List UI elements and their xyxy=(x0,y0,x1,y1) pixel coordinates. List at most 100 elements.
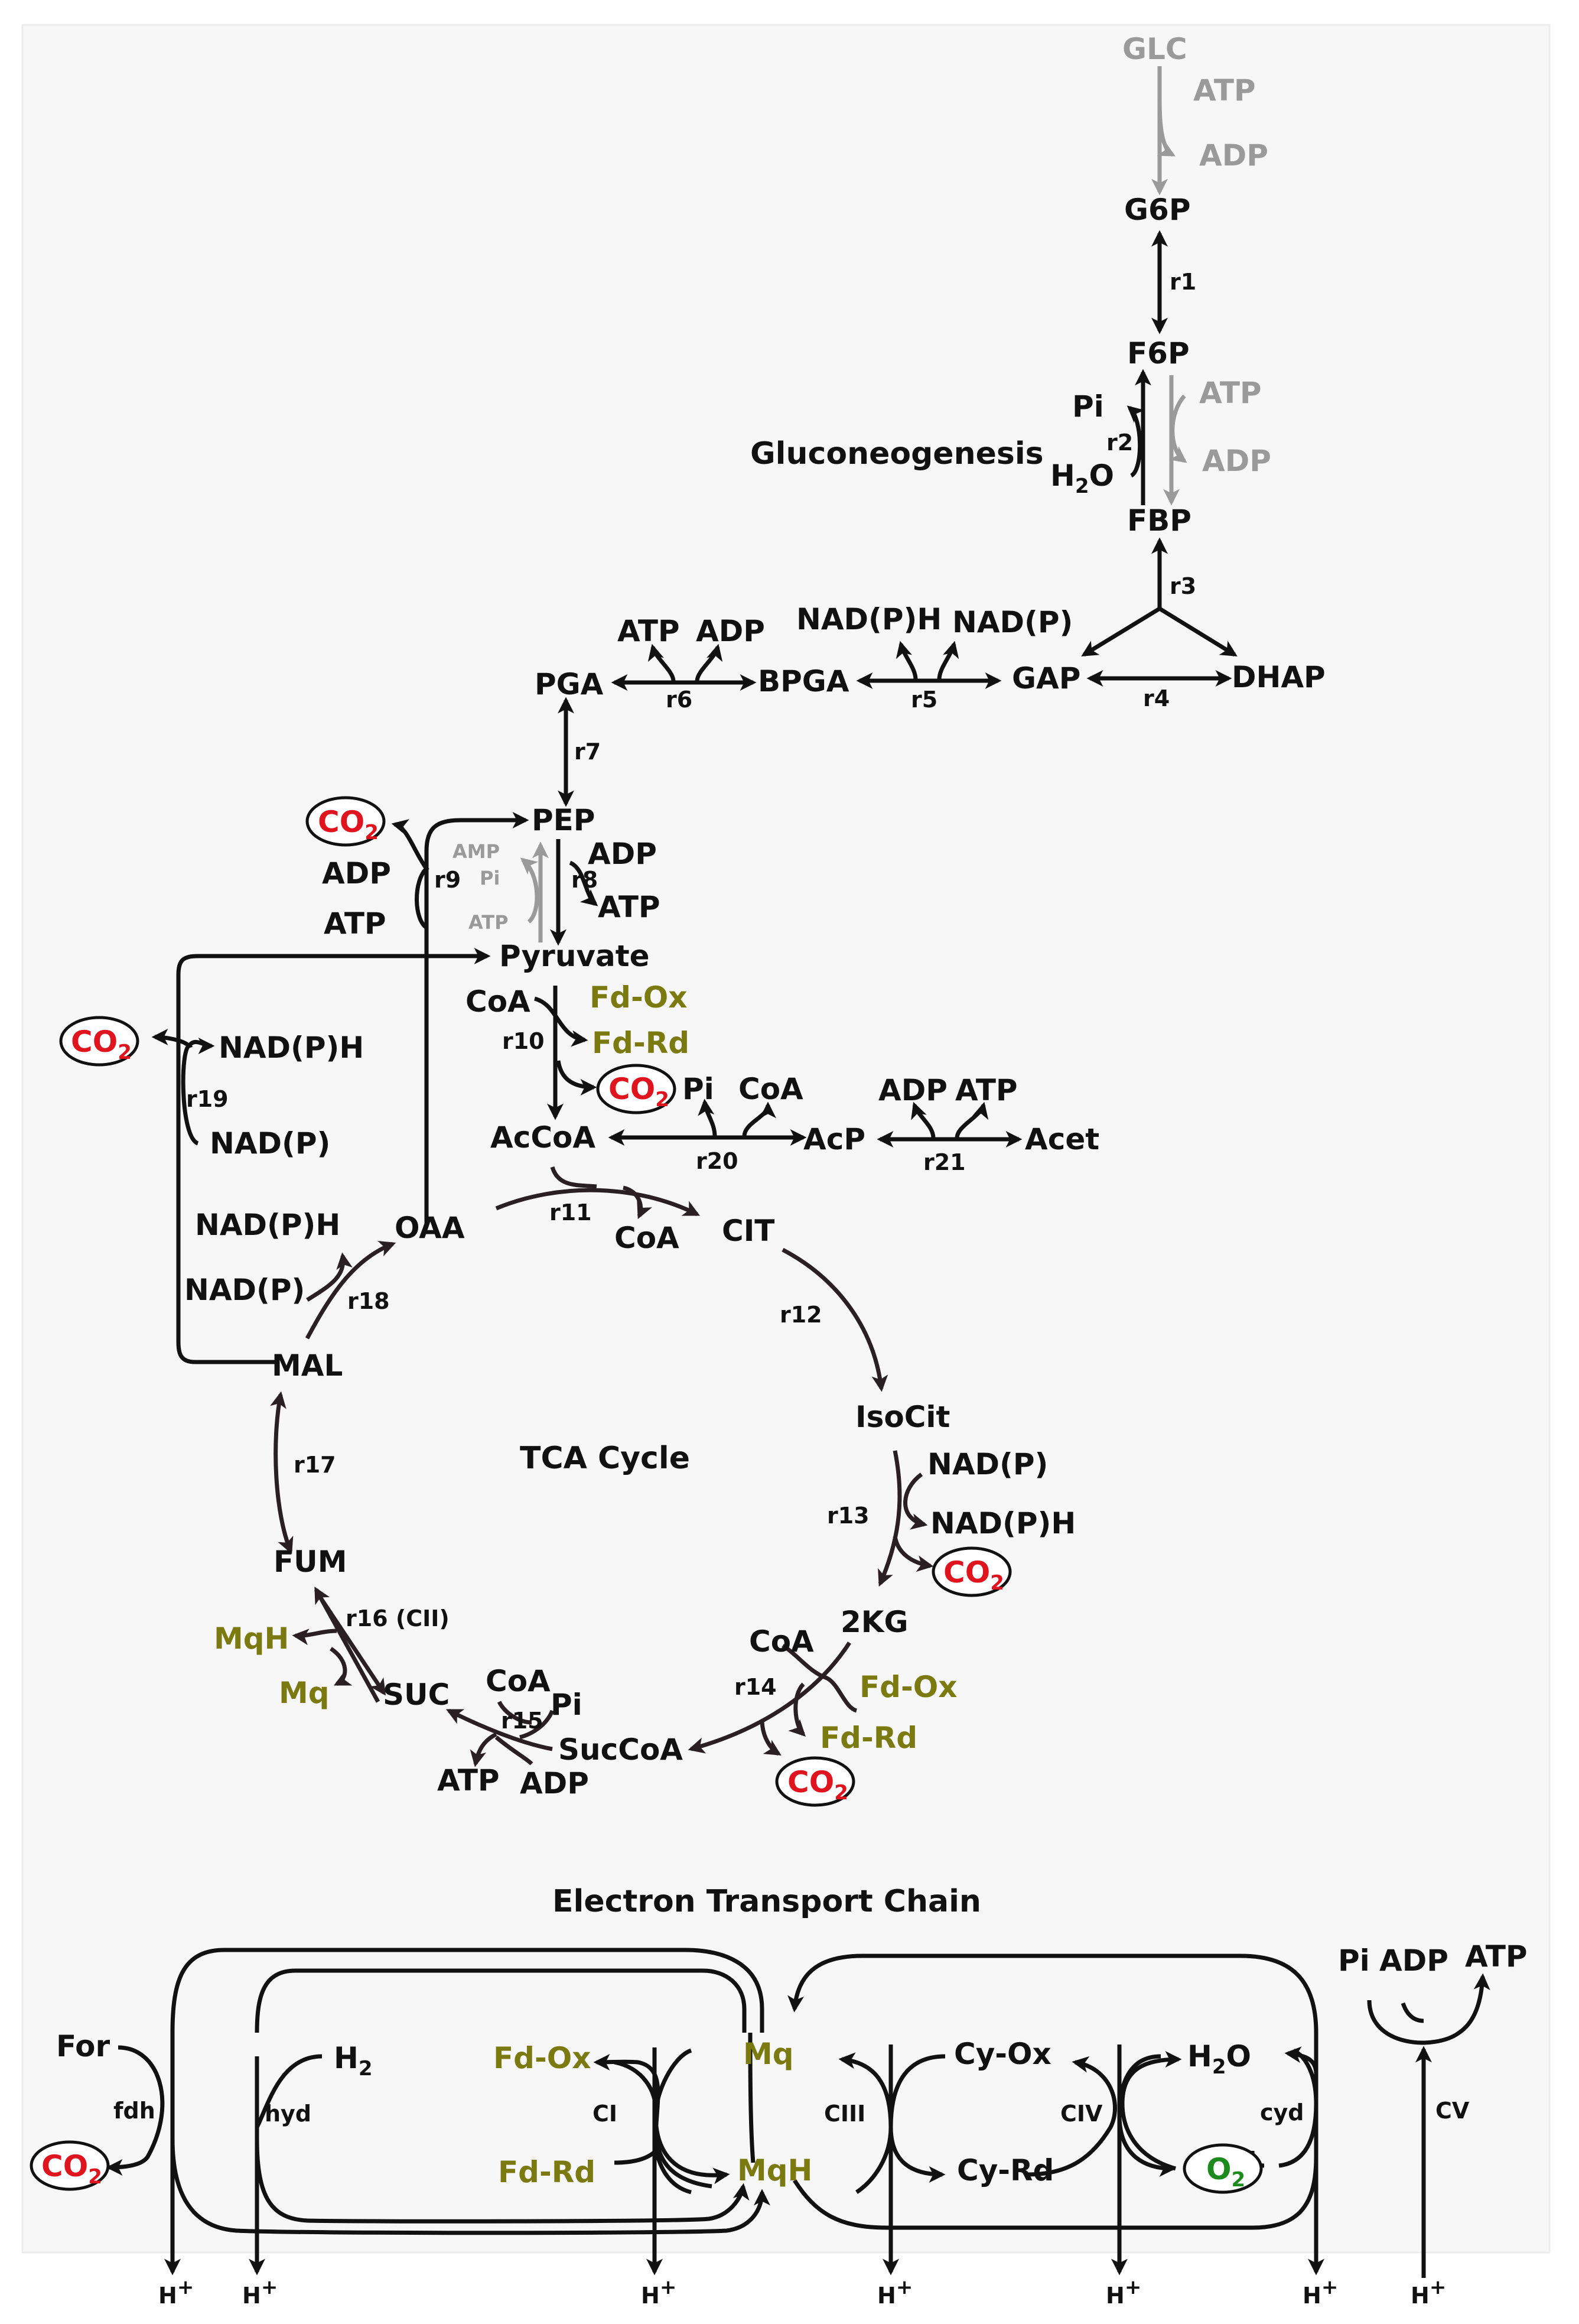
proton-4: H+ xyxy=(877,2276,913,2309)
reaction-r15: r15 xyxy=(501,1708,543,1734)
gluconeogenesis-title: Gluconeogenesis xyxy=(750,436,1044,472)
met-coa-20: CoA xyxy=(738,1072,803,1106)
met-atp-9: ATP xyxy=(324,906,386,941)
etc-ciii-label: CIII xyxy=(824,2101,865,2127)
proton-6: H+ xyxy=(1303,2276,1338,2309)
met-atp-21: ATP xyxy=(955,1073,1018,1107)
reaction-r7: r7 xyxy=(574,739,601,765)
metabolite-labels: GLC ATP ADP G6P F6P Pi H2O ATP ADP FBP G… xyxy=(71,32,1326,1805)
etc-h2o: H2O xyxy=(1187,2039,1251,2079)
met-co2-13: CO2 xyxy=(943,1555,1004,1595)
met-nadph-5: NAD(P)H xyxy=(796,602,942,636)
met-mq-16: Mq xyxy=(279,1676,330,1710)
pyruvate-node-arrows xyxy=(151,812,1023,1364)
met-adp-15: ADP xyxy=(520,1766,589,1800)
glycolysis-arrows xyxy=(558,66,1238,807)
reaction-labels: r1 r2 r3 r4 r5 r6 r7 r8 r9 r10 r11 r12 r… xyxy=(186,269,1196,1734)
met-nadph-18: NAD(P)H xyxy=(195,1208,340,1242)
reaction-r5: r5 xyxy=(911,687,937,713)
reaction-r17: r17 xyxy=(294,1452,336,1478)
reaction-r21: r21 xyxy=(923,1149,966,1175)
met-suc: SUC xyxy=(383,1678,450,1712)
reaction-r11: r11 xyxy=(549,1200,592,1226)
reaction-r13: r13 xyxy=(827,1503,870,1529)
met-fdox-10: Fd-Ox xyxy=(590,980,687,1015)
etc-arrows xyxy=(106,1948,1490,2278)
met-isocit: IsoCit xyxy=(855,1400,950,1434)
reaction-r8: r8 xyxy=(571,867,598,893)
met-pga: PGA xyxy=(535,667,604,701)
met-co2-19: CO2 xyxy=(71,1025,132,1064)
gas-ellipses xyxy=(30,796,1263,2194)
met-coa-11: CoA xyxy=(614,1221,679,1255)
reaction-r14: r14 xyxy=(734,1674,777,1700)
met-f6p: F6P xyxy=(1127,336,1190,370)
met-atp-2: ATP xyxy=(1199,376,1262,410)
reaction-r6: r6 xyxy=(666,687,692,713)
etc-ci-label: CI xyxy=(592,2101,617,2127)
met-oaa: OAA xyxy=(395,1211,465,1245)
etc-title: Electron Transport Chain xyxy=(552,1884,981,1919)
met-nadp-5: NAD(P) xyxy=(952,605,1073,639)
met-dhap: DHAP xyxy=(1232,660,1326,694)
met-atp-1: ATP xyxy=(1193,73,1256,108)
met-co2-14: CO2 xyxy=(787,1765,848,1805)
met-adp-21: ADP xyxy=(878,1073,948,1107)
proton-5: H+ xyxy=(1106,2276,1141,2309)
met-acet: Acet xyxy=(1025,1122,1099,1156)
met-co2-10: CO2 xyxy=(608,1072,669,1111)
etc-hyd-label: hyd xyxy=(265,2101,311,2127)
met-pyruvate: Pyruvate xyxy=(499,939,650,973)
met-pep: PEP xyxy=(532,803,595,837)
etc-fdh-label: fdh xyxy=(113,2098,155,2124)
met-2kg: 2KG xyxy=(841,1605,909,1639)
etc-pi: Pi xyxy=(1338,1943,1370,1978)
met-nadph-13: NAD(P)H xyxy=(930,1506,1076,1540)
etc-cv-label: CV xyxy=(1435,2098,1470,2124)
met-fum: FUM xyxy=(274,1545,347,1579)
met-nadp-13: NAD(P) xyxy=(927,1447,1048,1481)
reaction-r12: r12 xyxy=(780,1302,822,1328)
met-mal: MAL xyxy=(272,1348,343,1383)
etc-atp: ATP xyxy=(1465,1939,1528,1974)
met-pi-20: Pi xyxy=(682,1072,714,1106)
etc-mqh: MqH xyxy=(737,2153,812,2188)
met-adp-6: ADP xyxy=(696,614,765,648)
proton-1: H+ xyxy=(158,2276,194,2309)
met-pi-2: Pi xyxy=(1072,389,1104,424)
met-adp-8: ADP xyxy=(588,837,657,871)
met-fdrd-10: Fd-Rd xyxy=(592,1026,689,1060)
etc-cyd-label: cyd xyxy=(1260,2099,1304,2125)
tca-cycle-title: TCA Cycle xyxy=(520,1441,690,1476)
reaction-r3: r3 xyxy=(1170,573,1196,599)
reaction-r10: r10 xyxy=(502,1028,545,1054)
proton-2: H+ xyxy=(242,2276,278,2309)
met-coa-15: CoA xyxy=(486,1664,551,1698)
met-h2o-2: H2O xyxy=(1050,459,1114,498)
met-amp-8: AMP xyxy=(452,840,500,863)
reaction-r18: r18 xyxy=(347,1288,390,1314)
reaction-r20: r20 xyxy=(696,1148,738,1174)
met-nadph-19: NAD(P)H xyxy=(219,1031,364,1065)
etc-cyrd: Cy-Rd xyxy=(957,2153,1054,2188)
reaction-r9: r9 xyxy=(434,867,461,893)
etc-fdrd: Fd-Rd xyxy=(498,2155,595,2189)
met-atp-8-grey: ATP xyxy=(468,911,509,934)
met-mqh-16: MqH xyxy=(214,1621,289,1656)
proton-7: H+ xyxy=(1411,2276,1446,2309)
proton-labels: H+ H+ H+ H+ H+ H+ H+ xyxy=(158,2276,1446,2309)
reaction-r16: r16 (CII) xyxy=(346,1605,450,1631)
reaction-r2: r2 xyxy=(1106,430,1133,456)
etc-civ-label: CIV xyxy=(1060,2101,1103,2127)
etc-cyox: Cy-Ox xyxy=(954,2037,1051,2071)
met-adp-2: ADP xyxy=(1202,444,1271,478)
reaction-r4: r4 xyxy=(1143,685,1170,711)
etc-adp: ADP xyxy=(1379,1943,1448,1978)
met-pi-8: Pi xyxy=(480,867,500,889)
met-adp-9: ADP xyxy=(322,856,391,890)
met-acp: AcP xyxy=(803,1122,865,1156)
reaction-r1: r1 xyxy=(1170,269,1196,295)
met-glc: GLC xyxy=(1122,32,1187,66)
